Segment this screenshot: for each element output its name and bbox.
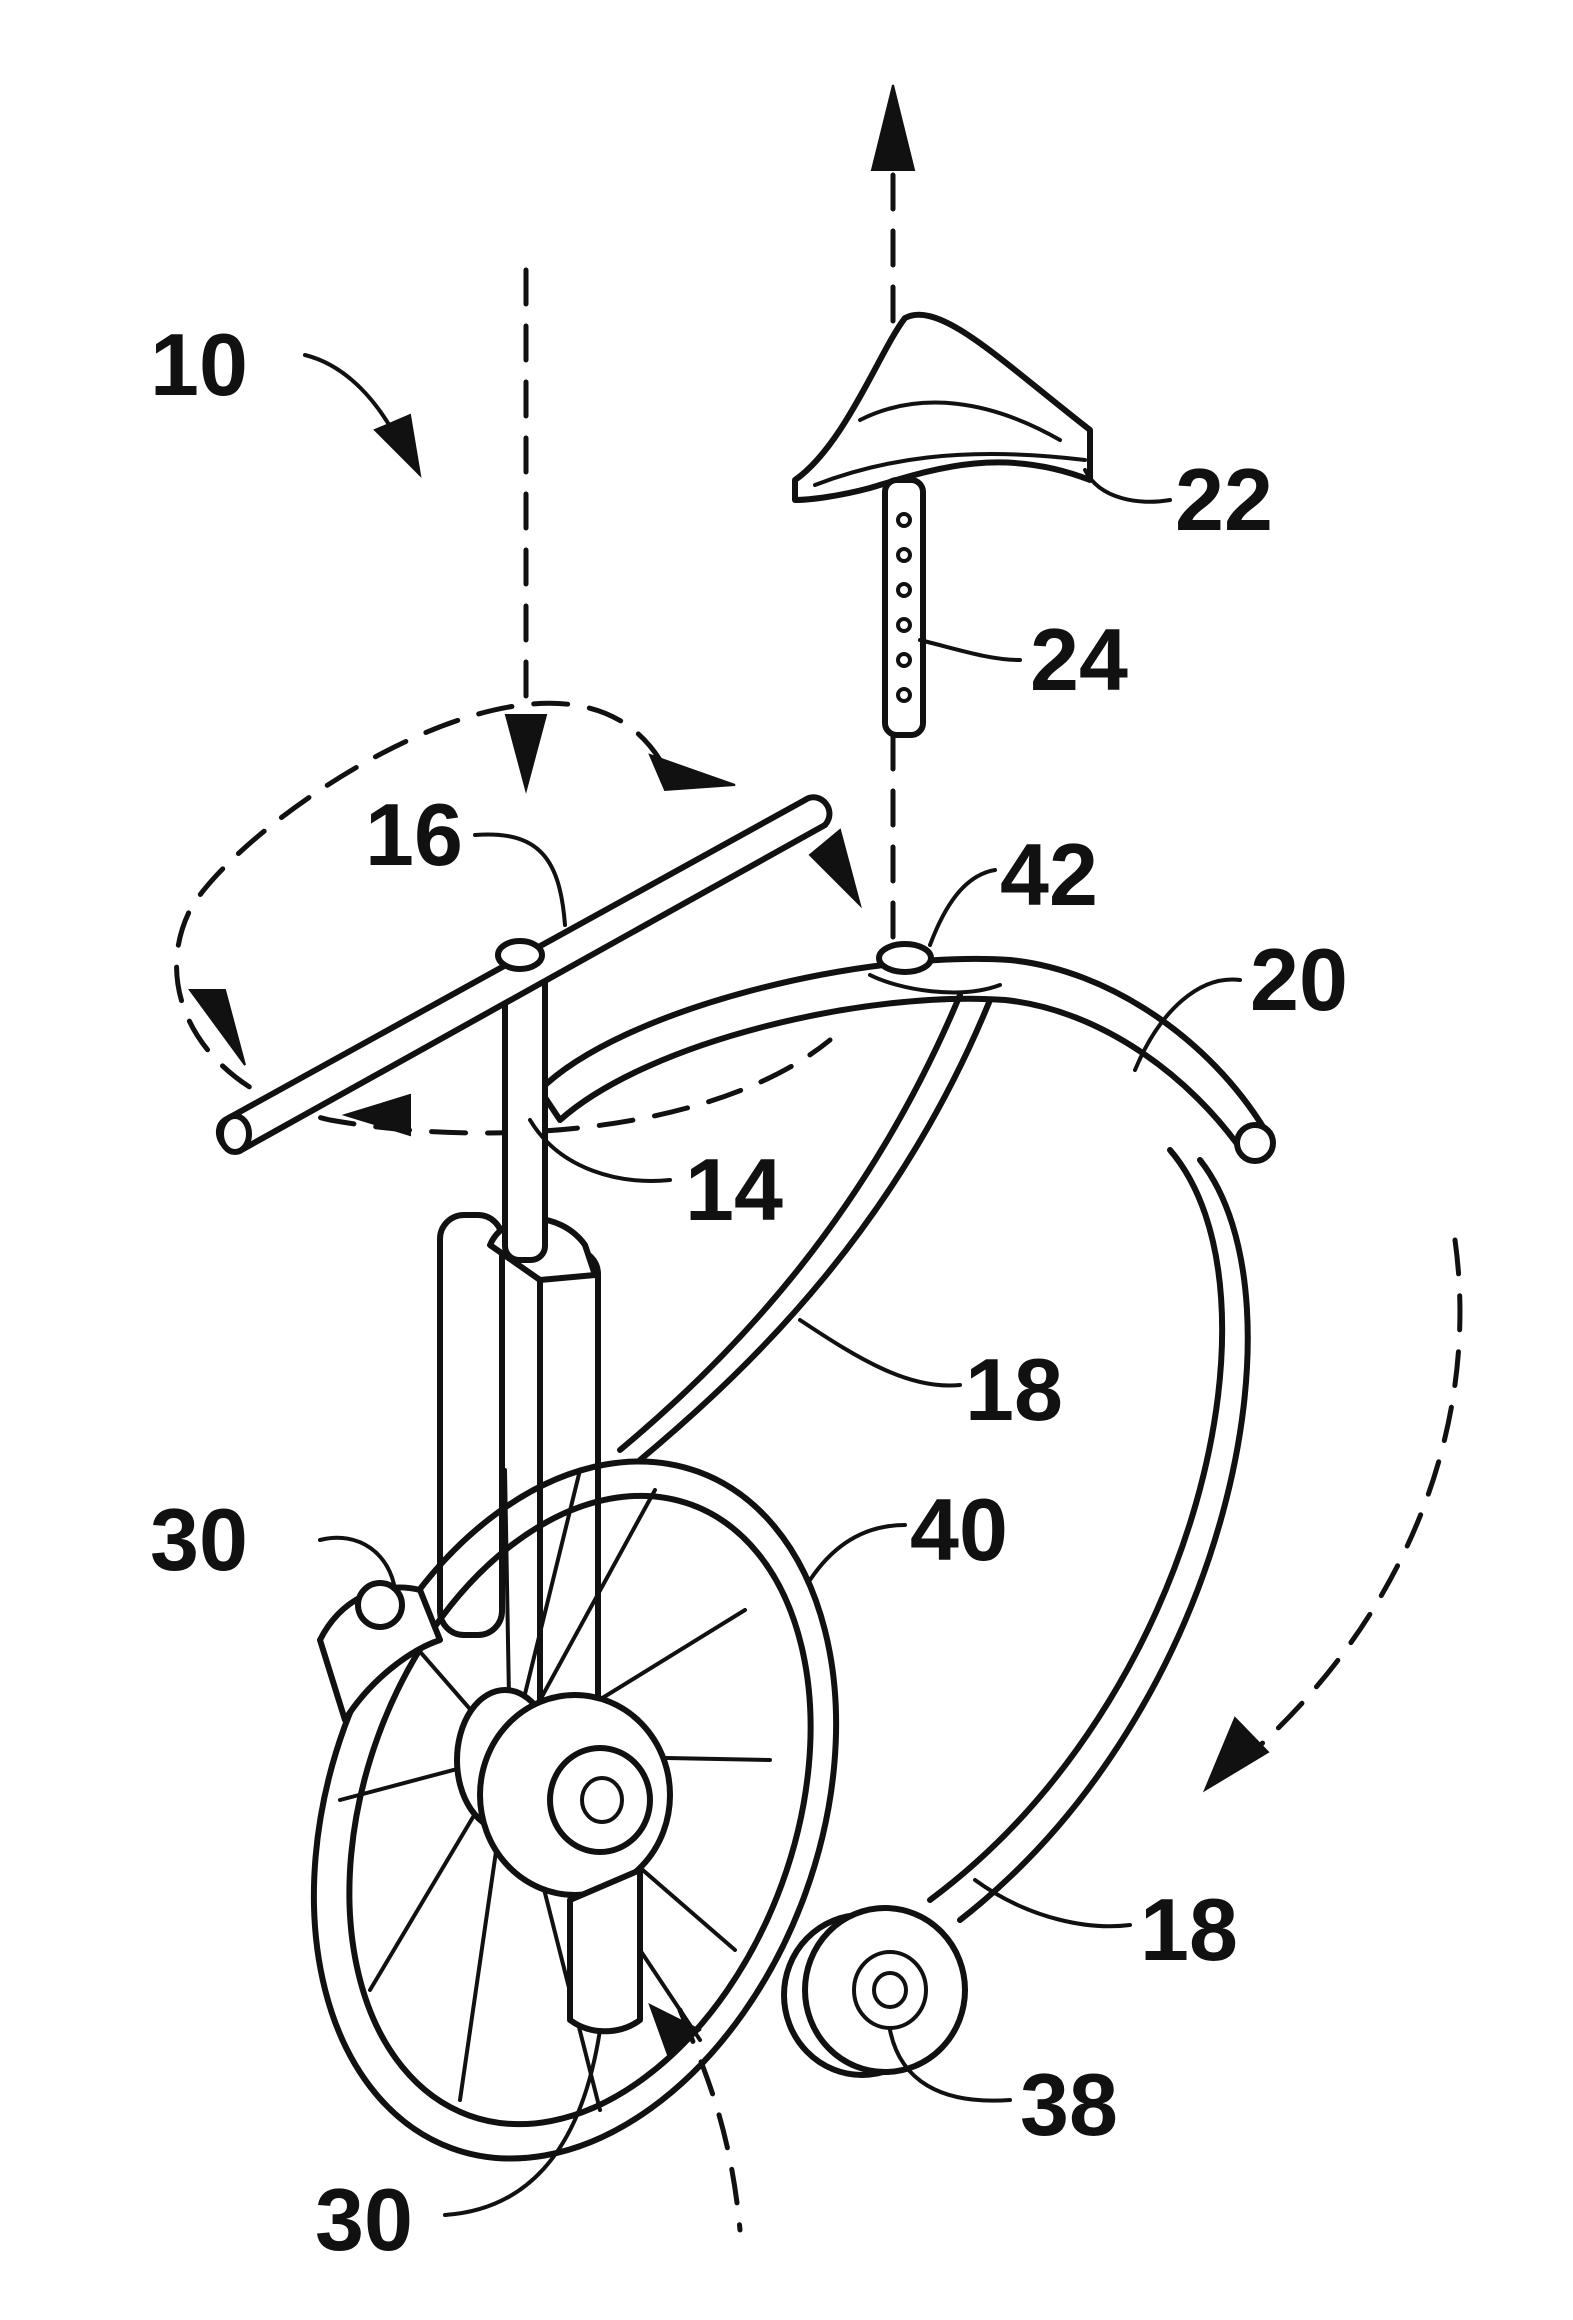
frame-bar-end [1237,1125,1273,1161]
label-10: 10 [150,315,248,414]
label-16: 16 [365,785,463,884]
reference-labels: 10 16 22 24 42 20 14 18 30 40 18 38 30 [150,315,1348,2269]
leader-10-arrowhead [375,415,420,475]
label-38: 38 [1020,2055,1118,2154]
fork-leg-back [440,1215,502,1635]
leader-42 [930,870,995,945]
label-24: 24 [1030,610,1128,709]
frame-arm-inner-b [620,995,960,1450]
cranks [320,1583,670,2031]
handlebar-clamp [498,941,542,969]
label-42: 42 [1000,825,1098,924]
seat-post [885,480,923,735]
label-40: 40 [910,1480,1008,1579]
leader-40 [810,1525,905,1580]
label-22: 22 [1175,450,1273,549]
fold-arrowhead [1205,1718,1268,1790]
label-18-upper: 18 [965,1340,1063,1439]
crank-right-arm [570,1870,640,2031]
label-30-lower: 30 [315,2170,413,2269]
label-14: 14 [685,1140,783,1239]
leader-22 [1085,470,1170,502]
leader-16 [475,834,565,925]
seat-up-arrowhead [872,85,914,170]
crank-right-cap [550,1748,650,1852]
label-18-lower: 18 [1140,1880,1238,1979]
label-30-upper: 30 [150,1490,248,1589]
handlebar-end-left [221,1116,249,1152]
seat [795,315,1090,500]
rotation-arrowhead-top [650,755,735,790]
rotation-arrowhead-left [190,990,245,1065]
seat-socket [879,944,931,972]
fold-path [1255,1240,1460,1750]
rear-wheel [784,1908,965,2075]
stem [505,960,545,1260]
leader-18-upper [800,1320,960,1386]
leader-24 [920,640,1020,660]
handlebar-down-arrowhead [506,715,546,790]
rear-wheel-face [805,1908,965,2072]
label-20: 20 [1250,930,1348,1029]
crank-path [680,2010,740,2230]
rotation-arrowhead-right [810,830,860,905]
